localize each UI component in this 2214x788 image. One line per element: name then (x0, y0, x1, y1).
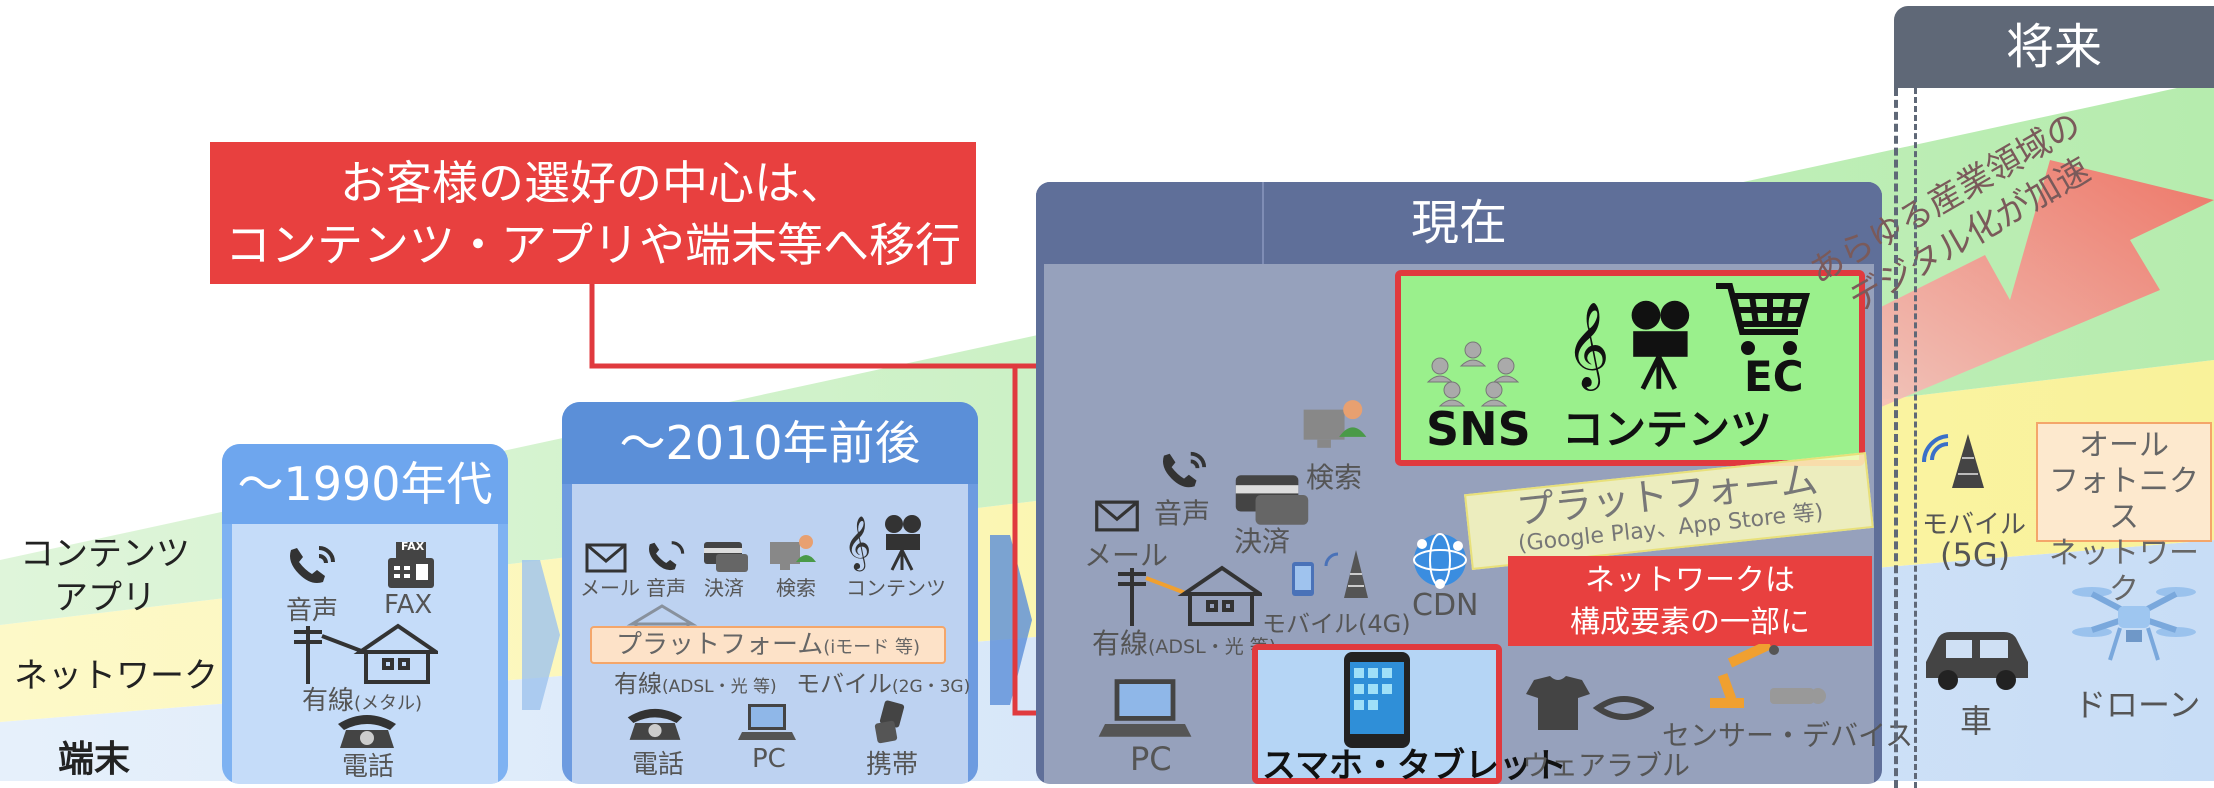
wired-pole-house-icon-now (1118, 565, 1262, 626)
era-2010-platform: プラットフォーム (615, 630, 824, 660)
era-now-cdn: CDN (1412, 588, 1479, 623)
row-label-contents: コンテンツ (20, 534, 190, 574)
era-now-mobile: モバイル(4G) (1262, 610, 1411, 638)
era-2010-wired-sub: (ADSL・光 等) (662, 677, 777, 697)
callout-line2: コンテンツ・アプリや端末等へ移行 (225, 218, 961, 272)
mobile-tower-icon-now (1292, 550, 1368, 598)
era-1990-wired-sub: (メタル) (354, 693, 423, 714)
era-2010-title: ～2010年前後 (562, 402, 978, 484)
era-now-wired-sub: (ADSL・光 等) (1148, 636, 1277, 658)
era-now-search: 検索 (1306, 461, 1363, 494)
network-note-line1: ネットワークは (1585, 563, 1795, 598)
wired-pole-house-icon (294, 623, 438, 684)
era-2010-platform-sub: (iモード 等) (823, 637, 920, 658)
era-future-car: 車 (1960, 702, 1993, 740)
phone-wave-icon (290, 546, 335, 583)
photonics-box: オール フォトニクス ネットワーク (2036, 422, 2212, 607)
fax-machine-icon (388, 542, 434, 588)
era-future-inner-divider (1914, 88, 1919, 788)
mail-envelope-icon (585, 543, 627, 573)
era-1990-wired-label: 有線 (302, 686, 355, 716)
phone-wave-icon-now (1163, 451, 1207, 488)
network-note-box: ネットワークは 構成要素の一部に (1508, 556, 1872, 646)
contents-note-projector-icon-now: 𝄞 (1566, 300, 1690, 392)
era-2010-contents: コンテンツ (846, 576, 946, 600)
era-future-title: 将来 (1894, 6, 2214, 88)
era-future-frame (1894, 88, 2214, 788)
era-2010-mobile-sub: (2G・3G) (892, 677, 971, 697)
car-icon (1926, 632, 2028, 690)
contents-note-projector-icon: 𝄞 (844, 515, 921, 571)
sensor-robot-arm-icon (1710, 644, 1826, 708)
era-now-payment: 決済 (1234, 525, 1291, 558)
era-1990-fax: FAX (384, 590, 433, 620)
row-label-terminal: 端末 (58, 739, 131, 780)
era-now-contents: コンテンツ (1562, 405, 1773, 454)
smartphone-icon (1344, 652, 1410, 748)
drone-icon (2072, 587, 2196, 661)
era-now-wired-label: 有線 (1092, 627, 1149, 660)
era-now-ec: EC (1744, 352, 1804, 401)
era-1990-voice: 音声 (286, 596, 339, 626)
era-now-wearable: ウェアラブル (1522, 749, 1691, 782)
era-now-mail: メール (1084, 539, 1169, 572)
era-now-smartphone: スマホ・タブレット (1262, 746, 1567, 786)
era-2010-wired: 有線(ADSL・光 等) (614, 664, 777, 699)
era-2010-mobile: モバイル(2G・3G) (796, 664, 970, 699)
svg-text:𝄞: 𝄞 (844, 515, 871, 571)
mobile-tower-icon-future (1921, 434, 1984, 488)
payment-card-icon-now (1235, 475, 1309, 525)
feature-phone-icon (874, 700, 905, 744)
era-now-voice: 音声 (1154, 497, 1211, 530)
search-person-pc-icon (770, 535, 816, 570)
era-future-drone: ドローン (2074, 686, 2201, 724)
era-2010-feature-phone: 携帯 (866, 750, 919, 780)
photonics-line1: オール (2079, 428, 2169, 463)
era-2010-mobile-label: モバイル (796, 670, 892, 698)
era-2010-mail: メール (580, 576, 640, 600)
era-now-pc: PC (1130, 740, 1172, 778)
callout-box: お客様の選好の中心は、 コンテンツ・アプリや端末等へ移行 (210, 142, 976, 284)
laptop-icon-2010 (738, 704, 796, 740)
era-now-sensor: センサー・デバイス (1662, 719, 1914, 752)
era-now-title: 現在 (1036, 182, 1882, 264)
era-future-mobile: モバイル (1922, 510, 2027, 540)
fax-badge-text: FAX (401, 540, 425, 553)
wearable-shirt-icon (1526, 676, 1654, 730)
photonics-line2: フォトニクス (2049, 464, 2199, 535)
era-now-sns: SNS (1426, 402, 1531, 456)
laptop-icon-now (1098, 679, 1192, 737)
rotary-phone-icon-2010 (627, 708, 683, 740)
photonics-line3: ネットワーク (2049, 536, 2199, 607)
phone-wave-icon-2010 (649, 541, 685, 571)
row-label-contents-app: コンテンツ アプリ (20, 532, 190, 620)
era-now-title-divider (1262, 182, 1264, 264)
era-2010-wired-label: 有線 (614, 670, 662, 698)
era-2010-payment: 決済 (704, 576, 744, 600)
svg-text:𝄞: 𝄞 (1566, 303, 1610, 392)
search-person-pc-icon-now (1303, 400, 1367, 448)
mail-envelope-icon-now (1095, 500, 1139, 532)
era-2010-voice: 音声 (646, 576, 686, 600)
sns-contents-ec-highlight (1395, 270, 1865, 466)
era-1990-wired: 有線(メタル) (302, 680, 422, 717)
era-2010-pc: PC (752, 744, 786, 774)
shopping-cart-icon (1716, 283, 1810, 355)
era-2010-platform-box: プラットフォーム(iモード 等) (590, 626, 946, 664)
network-note-line2: 構成要素の一部に (1570, 605, 1810, 640)
era-1990-title: ～1990年代 (222, 444, 508, 524)
cdn-globe-icon (1413, 533, 1467, 589)
row-label-app: アプリ (54, 578, 156, 618)
era-2010-phone: 電話 (632, 750, 685, 780)
callout-line1: お客様の選好の中心は、 (340, 156, 846, 210)
rotary-phone-icon (338, 715, 396, 748)
payment-card-icon (704, 542, 748, 572)
era-future-mobile-sub: (5G) (1940, 536, 2011, 574)
row-label-network: ネットワーク (14, 656, 218, 696)
era-now-wired: 有線(ADSL・光 等) (1092, 622, 1276, 662)
sns-people-network-icon (1426, 341, 1520, 407)
era-2010-search: 検索 (776, 576, 816, 600)
era-1990-phone: 電話 (342, 752, 395, 782)
